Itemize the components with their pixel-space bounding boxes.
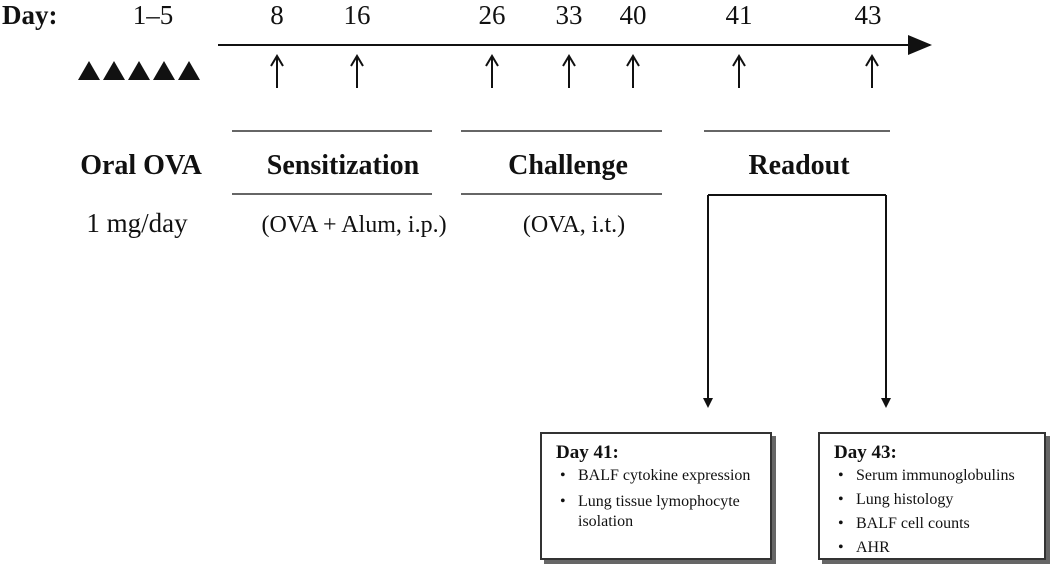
day-40: 40: [619, 0, 647, 30]
day43-readout-box: Day 43: •Serum immunoglobulins •Lung his…: [818, 432, 1046, 560]
readout-connector: [707, 194, 887, 398]
day-label: Day:: [2, 0, 58, 30]
up-arrow-day-43: [865, 54, 879, 88]
dose-triangle: [178, 61, 200, 80]
up-arrow-day-8: [270, 54, 284, 88]
day41-list: •BALF cytokine expression •Lung tissue l…: [542, 466, 770, 532]
challenge-route: (OVA, i.t.): [522, 212, 626, 238]
day41-box-title: Day 41:: [556, 442, 619, 463]
list-item: •Lung histology: [838, 491, 954, 508]
day43-box-title: Day 43:: [834, 442, 897, 463]
up-arrow-day-41: [732, 54, 746, 88]
list-item: •BALF cell counts: [838, 515, 970, 532]
up-arrow-day-26: [485, 54, 499, 88]
dose-triangle: [153, 61, 175, 80]
dose-triangle: [128, 61, 150, 80]
challenge-title: Challenge: [508, 150, 628, 181]
sensitization-route: (OVA + Alum, i.p.): [261, 212, 447, 238]
list-item: •AHR: [838, 539, 890, 556]
up-arrow-day-16: [350, 54, 364, 88]
sensitization-title: Sensitization: [266, 150, 420, 181]
day-33: 33: [555, 0, 583, 30]
day-16: 16: [343, 0, 371, 30]
arrow-to-day43-box: [881, 398, 891, 408]
list-item: •Serum immunoglobulins: [838, 467, 1015, 484]
oral-dose-triangles: [78, 61, 200, 80]
readout-title: Readout: [748, 150, 850, 181]
oral-ova-title: Oral OVA: [80, 150, 202, 181]
up-arrow-day-40: [626, 54, 640, 88]
up-arrow-day-33: [562, 54, 576, 88]
day43-list: •Serum immunoglobulins •Lung histology •…: [820, 466, 1044, 558]
day41-readout-box: Day 41: •BALF cytokine expression •Lung …: [540, 432, 772, 560]
day-43: 43: [854, 0, 882, 30]
list-item: •Lung tissue lymophocyte isolation: [560, 493, 740, 530]
day-26: 26: [478, 0, 506, 30]
dose-triangle: [103, 61, 125, 80]
oral-ova-dose: 1 mg/day: [86, 208, 188, 238]
dose-triangle: [78, 61, 100, 80]
day-8: 8: [270, 0, 284, 30]
day-1-5: 1–5: [132, 0, 174, 30]
list-item: •BALF cytokine expression: [560, 467, 751, 484]
arrow-to-day41-box: [703, 398, 713, 408]
day-41: 41: [725, 0, 753, 30]
